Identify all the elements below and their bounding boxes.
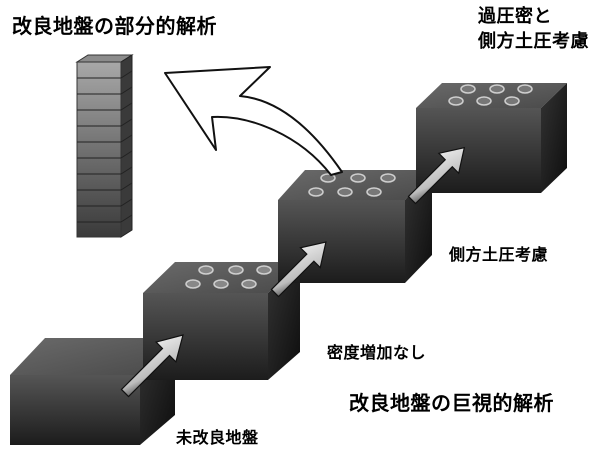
improvement-columns-top	[448, 84, 533, 106]
step-arrow-3	[407, 146, 466, 205]
overconsolidation-label-line2: 側方土圧考慮	[478, 31, 589, 52]
improvement-columns-top	[185, 265, 272, 289]
macro-analysis-title: 改良地盤の巨視的解析	[349, 391, 554, 415]
step-arrow-2	[270, 241, 327, 298]
improvement-columns-top	[308, 173, 396, 197]
partial-analysis-title: 改良地盤の部分的解析	[12, 14, 217, 38]
no-density-increase-label: 密度増加なし	[327, 343, 427, 362]
curved-arrow-to-partial-analysis	[164, 66, 343, 176]
partial-analysis-column	[75, 54, 134, 238]
overconsolidation-label-line1: 過圧密と	[478, 6, 552, 27]
unimproved-ground-label: 未改良地盤	[176, 428, 259, 447]
lateral-pressure-label: 側方土圧考慮	[449, 245, 549, 264]
step-arrow-1	[120, 334, 184, 398]
block-no-density-increase	[143, 262, 300, 380]
block-unimproved-ground	[10, 338, 175, 445]
column-layer-lines	[77, 70, 133, 223]
